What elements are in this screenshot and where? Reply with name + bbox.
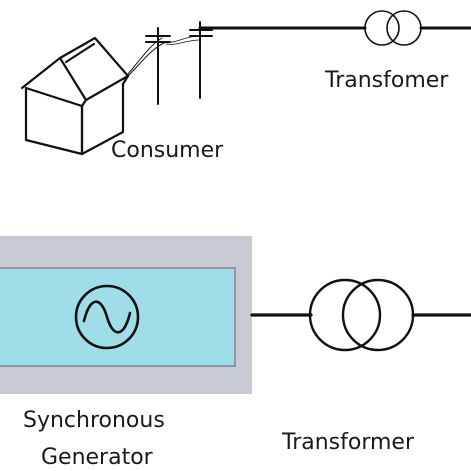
transformer-top-label: Transfomer [324,68,449,93]
transformer-bottom-label: Transformer [281,430,415,455]
transformer-icon [308,278,415,352]
synchronous-generator-block [0,236,252,394]
generator-label-line1: Synchronous [23,408,165,433]
transformer-icon [364,10,422,46]
sine-wave-icon [74,284,140,350]
utility-pole-icon [189,21,213,99]
generator-label-line2: Generator [41,445,154,470]
generator-body [0,267,236,367]
utility-pole-icon [145,27,171,105]
house-icon [20,36,130,156]
consumer-label: Consumer [111,138,224,163]
